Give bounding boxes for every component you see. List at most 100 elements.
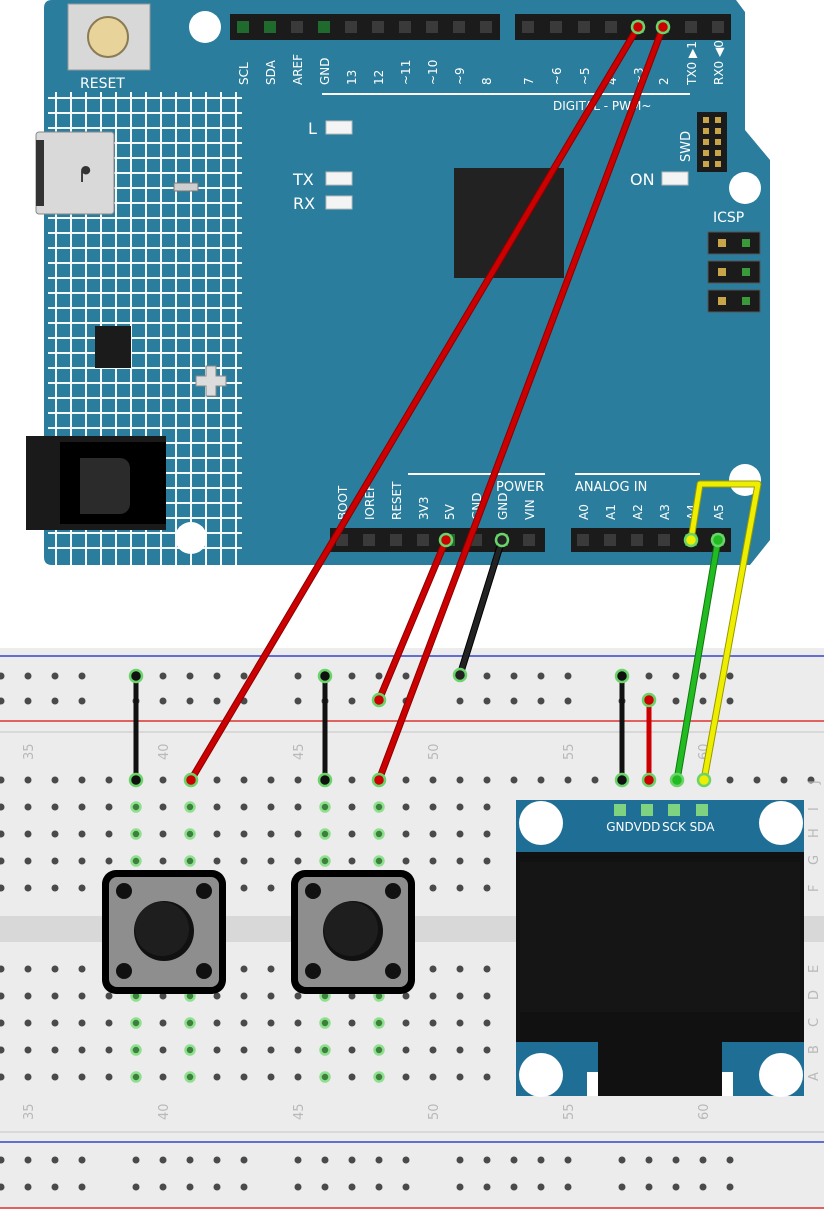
breadboard-hole[interactable]	[537, 672, 545, 680]
breadboard-hole[interactable]	[699, 1156, 707, 1164]
breadboard-hole[interactable]	[510, 776, 518, 784]
breadboard-hole[interactable]	[294, 1073, 302, 1081]
wire-red-5v[interactable]	[376, 537, 449, 703]
breadboard-hole[interactable]	[51, 1046, 59, 1054]
wire-black-gnd[interactable]	[457, 537, 505, 678]
breadboard-hole[interactable]	[105, 1019, 113, 1027]
breadboard-hole[interactable]	[51, 697, 59, 705]
breadboard-hole[interactable]	[51, 965, 59, 973]
header-pin[interactable]	[291, 21, 303, 33]
breadboard-hole[interactable]	[130, 855, 142, 867]
breadboard-hole[interactable]	[564, 697, 572, 705]
breadboard-hole[interactable]	[402, 803, 410, 811]
breadboard-hole[interactable]	[78, 1183, 86, 1191]
breadboard-hole[interactable]	[240, 1183, 248, 1191]
breadboard-hole[interactable]	[267, 1019, 275, 1027]
breadboard-hole[interactable]	[213, 1073, 221, 1081]
breadboard-hole[interactable]	[319, 1071, 331, 1083]
breadboard-hole[interactable]	[213, 857, 221, 865]
header-pin[interactable]	[345, 21, 357, 33]
breadboard-hole[interactable]	[373, 1017, 385, 1029]
breadboard-hole[interactable]	[402, 1183, 410, 1191]
breadboard-hole[interactable]	[184, 1071, 196, 1083]
breadboard-hole[interactable]	[402, 1073, 410, 1081]
breadboard-hole[interactable]	[699, 697, 707, 705]
breadboard-hole[interactable]	[159, 1019, 167, 1027]
breadboard-hole[interactable]	[319, 1044, 331, 1056]
header-pin[interactable]	[426, 21, 438, 33]
breadboard-hole[interactable]	[537, 1183, 545, 1191]
breadboard-hole[interactable]	[456, 1156, 464, 1164]
breadboard-hole[interactable]	[402, 830, 410, 838]
breadboard-hole[interactable]	[130, 1017, 142, 1029]
breadboard-hole[interactable]	[240, 992, 248, 1000]
breadboard-hole[interactable]	[0, 884, 5, 892]
push-button[interactable]	[291, 870, 415, 994]
breadboard-hole[interactable]	[51, 884, 59, 892]
breadboard-hole[interactable]	[456, 884, 464, 892]
breadboard-hole[interactable]	[78, 992, 86, 1000]
breadboard-hole[interactable]	[24, 1073, 32, 1081]
breadboard-hole[interactable]	[267, 803, 275, 811]
header-pin[interactable]	[577, 534, 589, 546]
breadboard-hole[interactable]	[0, 1019, 5, 1027]
breadboard-hole[interactable]	[159, 803, 167, 811]
breadboard-hole[interactable]	[78, 830, 86, 838]
breadboard-hole[interactable]	[240, 1046, 248, 1054]
breadboard-hole[interactable]	[294, 1046, 302, 1054]
breadboard-hole[interactable]	[510, 697, 518, 705]
breadboard-hole[interactable]	[213, 830, 221, 838]
breadboard-hole[interactable]	[645, 672, 653, 680]
breadboard-hole[interactable]	[321, 1183, 329, 1191]
breadboard-hole[interactable]	[373, 1044, 385, 1056]
breadboard-hole[interactable]	[375, 1156, 383, 1164]
breadboard-hole[interactable]	[24, 1183, 32, 1191]
breadboard-hole[interactable]	[267, 965, 275, 973]
breadboard-hole[interactable]	[726, 776, 734, 784]
breadboard-hole[interactable]	[78, 697, 86, 705]
breadboard-hole[interactable]	[105, 803, 113, 811]
header-pin[interactable]	[712, 21, 724, 33]
breadboard-hole[interactable]	[726, 697, 734, 705]
breadboard-hole[interactable]	[537, 776, 545, 784]
breadboard-hole[interactable]	[213, 1019, 221, 1027]
breadboard-hole[interactable]	[483, 992, 491, 1000]
breadboard-hole[interactable]	[267, 830, 275, 838]
breadboard-hole[interactable]	[24, 965, 32, 973]
breadboard-hole[interactable]	[213, 1046, 221, 1054]
breadboard-hole[interactable]	[78, 965, 86, 973]
breadboard-hole[interactable]	[213, 1183, 221, 1191]
breadboard-hole[interactable]	[130, 828, 142, 840]
breadboard-hole[interactable]	[348, 830, 356, 838]
breadboard-hole[interactable]	[0, 1046, 5, 1054]
breadboard-hole[interactable]	[429, 830, 437, 838]
breadboard-hole[interactable]	[159, 1156, 167, 1164]
breadboard-hole[interactable]	[240, 884, 248, 892]
breadboard-hole[interactable]	[240, 1073, 248, 1081]
breadboard-hole[interactable]	[319, 828, 331, 840]
breadboard-hole[interactable]	[240, 1019, 248, 1027]
breadboard-hole[interactable]	[130, 1071, 142, 1083]
header-pin[interactable]	[453, 21, 465, 33]
breadboard-hole[interactable]	[132, 1156, 140, 1164]
breadboard-hole[interactable]	[78, 1156, 86, 1164]
breadboard-hole[interactable]	[24, 776, 32, 784]
breadboard-hole[interactable]	[348, 1046, 356, 1054]
breadboard-hole[interactable]	[510, 1183, 518, 1191]
breadboard-hole[interactable]	[78, 857, 86, 865]
breadboard-hole[interactable]	[24, 884, 32, 892]
breadboard-hole[interactable]	[267, 992, 275, 1000]
breadboard-hole[interactable]	[51, 1156, 59, 1164]
breadboard-hole[interactable]	[24, 803, 32, 811]
breadboard-hole[interactable]	[483, 857, 491, 865]
breadboard-hole[interactable]	[483, 776, 491, 784]
breadboard-hole[interactable]	[429, 1019, 437, 1027]
breadboard-hole[interactable]	[0, 992, 5, 1000]
breadboard-hole[interactable]	[483, 884, 491, 892]
breadboard-hole[interactable]	[51, 803, 59, 811]
breadboard-hole[interactable]	[159, 1073, 167, 1081]
breadboard-hole[interactable]	[402, 1156, 410, 1164]
breadboard-hole[interactable]	[348, 1019, 356, 1027]
breadboard-hole[interactable]	[294, 803, 302, 811]
breadboard-hole[interactable]	[159, 992, 167, 1000]
